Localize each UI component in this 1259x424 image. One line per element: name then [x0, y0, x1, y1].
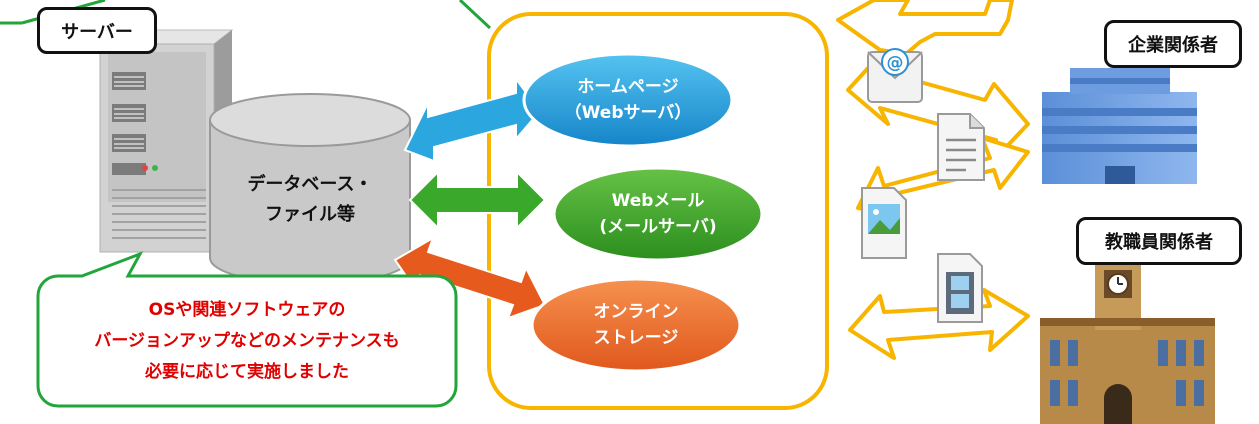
server-icon — [98, 29, 234, 253]
stakeholder-tag-company: 企業関係者 — [1104, 20, 1242, 68]
mail-icon: @ — [867, 48, 923, 103]
service-web-label: ホームページ （Webサーバ） — [524, 74, 732, 126]
service-web-line1: ホームページ — [577, 77, 679, 97]
arrow-storage — [848, 288, 1030, 360]
video-icon — [937, 253, 983, 323]
maintenance-note: OSや関連ソフトウェアの バージョンアップなどのメンテナンスも 必要に応じて実施… — [38, 295, 456, 388]
note-line2: バージョンアップなどのメンテナンスも — [94, 331, 400, 351]
service-oval-mail — [552, 166, 764, 262]
note-line3: 必要に応じて実施しました — [145, 362, 349, 382]
stakeholder-company-label: 企業関係者 — [1128, 35, 1218, 56]
database-icon — [209, 93, 411, 285]
arrow-top — [836, 0, 1014, 56]
service-storage-line1: オンライン — [593, 302, 679, 322]
server-label: サーバー — [37, 7, 157, 54]
svg-text:@: @ — [887, 53, 904, 73]
service-storage-label: オンライン ストレージ — [532, 299, 740, 351]
service-mail-line1: Webメール — [611, 191, 705, 211]
yellow-arrows — [836, 0, 1030, 360]
database-label-line1: データベース・ — [247, 174, 373, 195]
university-building-icon — [1040, 238, 1215, 424]
service-storage-line2: ストレージ — [593, 328, 679, 348]
database-label: データベース・ ファイル等 — [210, 170, 410, 230]
arrow-db-mail — [408, 169, 547, 231]
document-icon — [937, 113, 985, 181]
service-oval-storage — [530, 277, 742, 373]
image-icon — [861, 187, 907, 259]
database-label-line2: ファイル等 — [265, 204, 355, 225]
office-building-icon — [1042, 68, 1197, 184]
stakeholder-faculty-label: 教職員関係者 — [1105, 232, 1213, 253]
service-mail-label: Webメール (メールサーバ) — [554, 188, 762, 240]
service-oval-web — [522, 52, 734, 148]
service-web-line2: （Webサーバ） — [564, 103, 692, 123]
maintenance-callout — [36, 251, 458, 408]
arrow-db-web — [403, 76, 542, 163]
server-label-text: サーバー — [61, 21, 133, 43]
service-mail-line2: (メールサーバ) — [599, 217, 717, 237]
note-line1: OSや関連ソフトウェアの — [148, 300, 346, 320]
stakeholder-tag-faculty: 教職員関係者 — [1076, 217, 1242, 265]
